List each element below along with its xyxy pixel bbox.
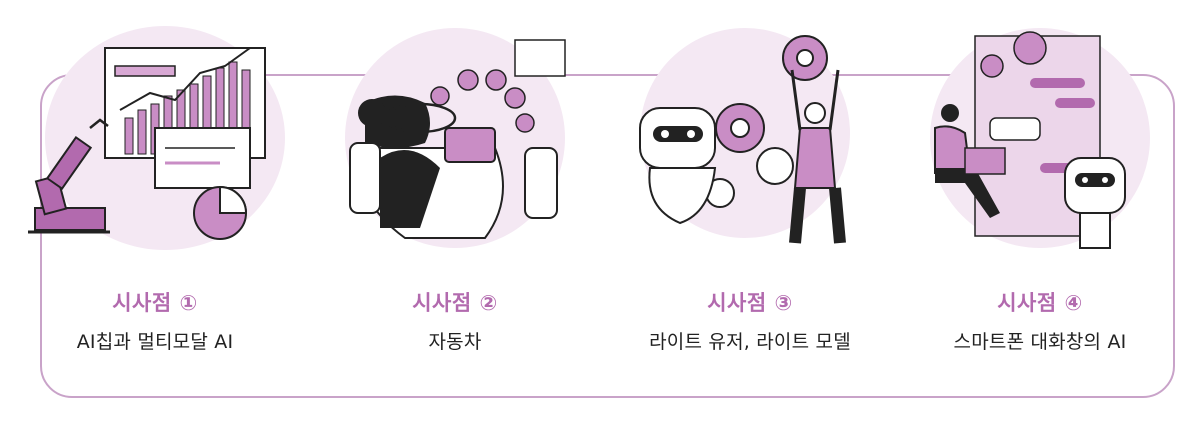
insight-card-3: 시사점 ③ 라이트 유저, 라이트 모델 bbox=[605, 0, 895, 429]
insight-subtitle: AI칩과 멀티모달 AI bbox=[76, 331, 234, 353]
insight-subtitle: 라이트 유저, 라이트 모델 bbox=[649, 331, 851, 353]
person-laptop-robot-chat-illustration bbox=[930, 28, 1150, 249]
robot-gears-person-illustration bbox=[639, 28, 850, 244]
robot-arm-chart-illustration bbox=[28, 26, 285, 250]
insight-title: 시사점 ② bbox=[412, 291, 498, 315]
content-frame bbox=[40, 74, 1175, 398]
insight-card-1: 시사점 ① AI칩과 멀티모달 AI bbox=[10, 0, 300, 429]
insight-title: 시사점 ④ bbox=[997, 291, 1083, 315]
insight-subtitle: 자동차 bbox=[428, 331, 482, 353]
car-driver-dashboard-illustration bbox=[345, 28, 566, 248]
insight-title: 시사점 ③ bbox=[707, 291, 793, 315]
insight-card-2: 시사점 ② 자동차 bbox=[310, 0, 600, 429]
insight-card-4: 시사점 ④ 스마트폰 대화창의 AI bbox=[895, 0, 1185, 429]
insight-subtitle: 스마트폰 대화창의 AI bbox=[953, 331, 1127, 353]
insight-title: 시사점 ① bbox=[112, 291, 198, 315]
